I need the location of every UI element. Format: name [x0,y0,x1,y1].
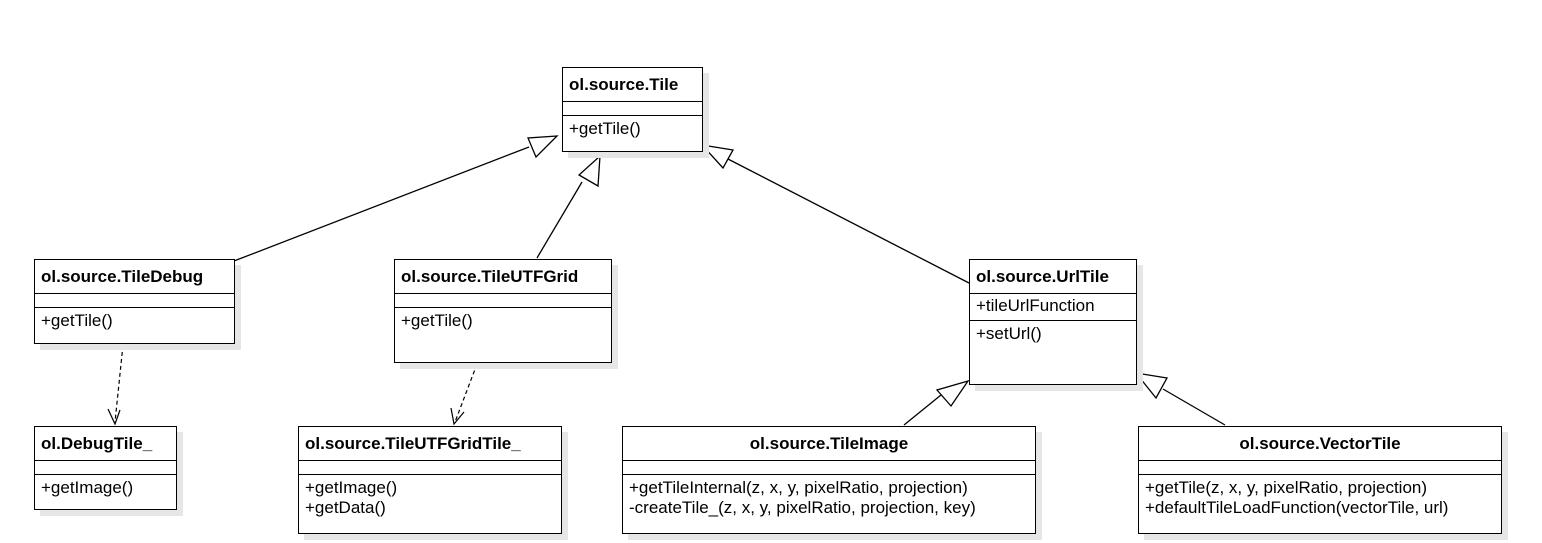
class-name: ol.source.TileUTFGrid [395,260,611,294]
class-ol-debugtile[interactable]: ol.DebugTile_ +getImage() [34,426,177,510]
operations-compartment: +getTile() [395,308,611,331]
operations-compartment: +getTileInternal(z, x, y, pixelRatio, pr… [623,475,1035,518]
class-name: ol.source.TileUTFGridTile_ [299,427,561,461]
operation: +getTile() [569,119,641,138]
operations-compartment: +getImage() +getData() [299,475,561,518]
class-name: ol.source.UrlTile [970,260,1136,294]
class-ol-source-tile[interactable]: ol.source.Tile +getTile() [562,67,703,152]
class-ol-source-tileutfgridtile[interactable]: ol.source.TileUTFGridTile_ +getImage() +… [298,426,562,534]
class-name: ol.source.Tile [563,68,702,102]
operation: +setUrl() [976,324,1042,343]
attributes-compartment [35,294,234,308]
class-name: ol.DebugTile_ [35,427,176,461]
class-ol-source-tileimage[interactable]: ol.source.TileImage +getTileInternal(z, … [622,426,1036,534]
operations-compartment: +getTile(z, x, y, pixelRatio, projection… [1139,475,1501,518]
class-ol-source-vectortile[interactable]: ol.source.VectorTile +getTile(z, x, y, p… [1138,426,1502,534]
operations-compartment: +getImage() [35,475,176,498]
class-name: ol.source.TileImage [623,427,1035,461]
attributes-compartment [299,461,561,475]
attributes-compartment [563,102,702,116]
operation: -createTile_(z, x, y, pixelRatio, projec… [629,498,976,517]
operation: +getTile(z, x, y, pixelRatio, projection… [1145,478,1428,497]
operation: +getImage() [305,478,398,497]
class-ol-source-tiledebug[interactable]: ol.source.TileDebug +getTile() [34,259,235,344]
operation: +getTile() [41,311,113,330]
attribute: +tileUrlFunction [976,296,1095,315]
generalization-tileimage-urltile[interactable] [903,379,970,426]
operation: +getImage() [41,478,134,497]
attributes-compartment [1139,461,1501,475]
operation: +getTileInternal(z, x, y, pixelRatio, pr… [629,478,968,497]
attributes-compartment: +tileUrlFunction [970,294,1136,321]
operation: +getData() [305,498,386,517]
class-name: ol.source.TileDebug [35,260,234,294]
operation: +defaultTileLoadFunction(vectorTile, url… [1145,498,1449,517]
operations-compartment: +getTile() [35,308,234,331]
class-ol-source-tileutfgrid[interactable]: ol.source.TileUTFGrid +getTile() [394,259,612,363]
class-name: ol.source.VectorTile [1139,427,1501,461]
generalization-tiledebug-tile[interactable] [233,135,559,262]
dependency-tileutfgrid-utfgridtile[interactable] [450,363,478,426]
attributes-compartment [35,461,176,475]
dependency-tiledebug-debugtile[interactable] [107,344,124,426]
operations-compartment: +setUrl() [970,321,1136,344]
operation: +getTile() [401,311,473,330]
class-ol-source-urltile[interactable]: ol.source.UrlTile +tileUrlFunction +setU… [969,259,1137,385]
generalization-tileutfgrid-tile[interactable] [536,154,601,259]
generalization-vectortile-urltile[interactable] [1134,372,1226,426]
operations-compartment: +getTile() [563,116,702,139]
generalization-urltile-tile[interactable] [700,144,970,284]
attributes-compartment [395,294,611,308]
attributes-compartment [623,461,1035,475]
